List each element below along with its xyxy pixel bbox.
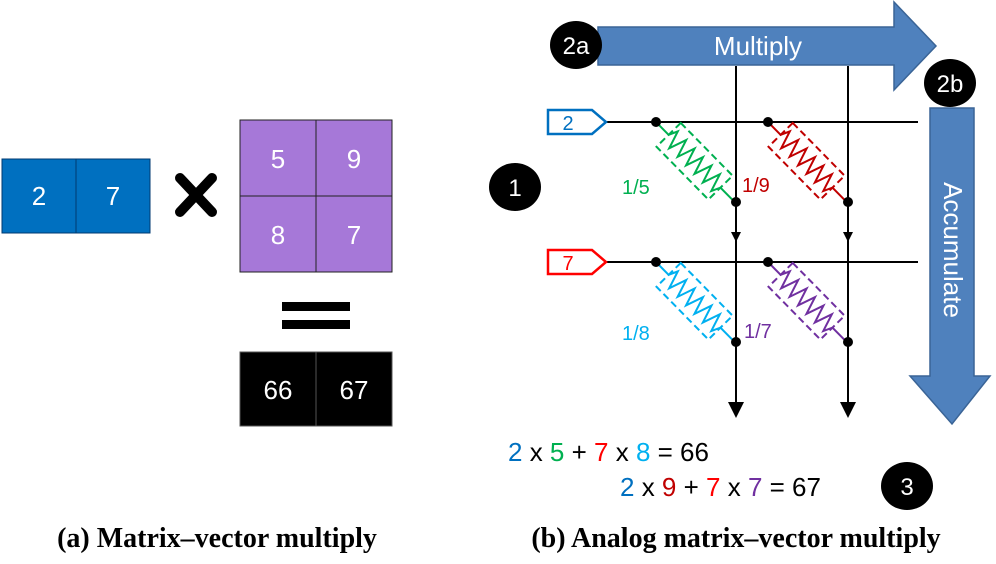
conductance-label: 1/5 bbox=[622, 177, 650, 199]
equation-67: 2 x 9 + 7 x 7 = 67 bbox=[620, 472, 821, 502]
step-3-marker: 3 bbox=[881, 462, 933, 510]
conductance-label: 1/9 bbox=[742, 175, 770, 197]
panel-a: 2 7 5 9 8 7 66 67 bbox=[1, 119, 393, 554]
conductance-label: 1/8 bbox=[622, 323, 650, 345]
resistor-1-8 bbox=[648, 254, 741, 348]
step-number: 3 bbox=[900, 474, 913, 501]
caption-b: (b) Analog matrix–vector multiply bbox=[531, 523, 940, 554]
input-tag-2: 2 bbox=[546, 108, 608, 136]
resistor-1-7 bbox=[760, 254, 853, 348]
multiply-arrow: Multiply bbox=[597, 0, 938, 92]
step-number: 2b bbox=[937, 71, 964, 98]
matrix: 5 9 8 7 bbox=[239, 119, 393, 273]
matrix-cell: 5 bbox=[271, 144, 285, 174]
step-number: 1 bbox=[508, 175, 521, 202]
equals-sign bbox=[282, 302, 350, 329]
result-cell: 66 bbox=[264, 375, 293, 405]
step-number: 2a bbox=[563, 33, 590, 60]
step-2b-marker: 2b bbox=[924, 59, 976, 107]
matrix-cell: 7 bbox=[347, 220, 361, 250]
caption-a: (a) Matrix–vector multiply bbox=[57, 523, 377, 554]
panel-b: Multiply Accumulate 2 7 bbox=[489, 0, 992, 554]
vector-cell: 2 bbox=[32, 181, 46, 211]
step-1-marker: 1 bbox=[489, 163, 541, 211]
resistor-1-9 bbox=[760, 114, 853, 208]
result-vector: 66 67 bbox=[239, 351, 393, 427]
junction-dots bbox=[651, 117, 853, 347]
vector-cell: 7 bbox=[106, 181, 120, 211]
input-tag-7: 7 bbox=[546, 248, 608, 276]
column-lines bbox=[728, 66, 856, 418]
resistor-1-5 bbox=[648, 114, 741, 208]
matrix-cell: 8 bbox=[271, 220, 285, 250]
multiply-label: Multiply bbox=[714, 31, 802, 61]
input-vector: 2 7 bbox=[1, 158, 151, 234]
input-value: 2 bbox=[562, 113, 573, 135]
equation-66: 2 x 5 + 7 x 8 = 66 bbox=[508, 437, 709, 467]
input-value: 7 bbox=[562, 253, 573, 275]
conductance-label: 1/7 bbox=[744, 321, 772, 343]
matrix-cell: 9 bbox=[347, 144, 361, 174]
step-2a-marker: 2a bbox=[550, 21, 602, 69]
accumulate-arrow: Accumulate bbox=[908, 107, 992, 426]
accumulate-label: Accumulate bbox=[938, 182, 968, 318]
result-cell: 67 bbox=[340, 375, 369, 405]
multiply-sign bbox=[175, 173, 217, 217]
